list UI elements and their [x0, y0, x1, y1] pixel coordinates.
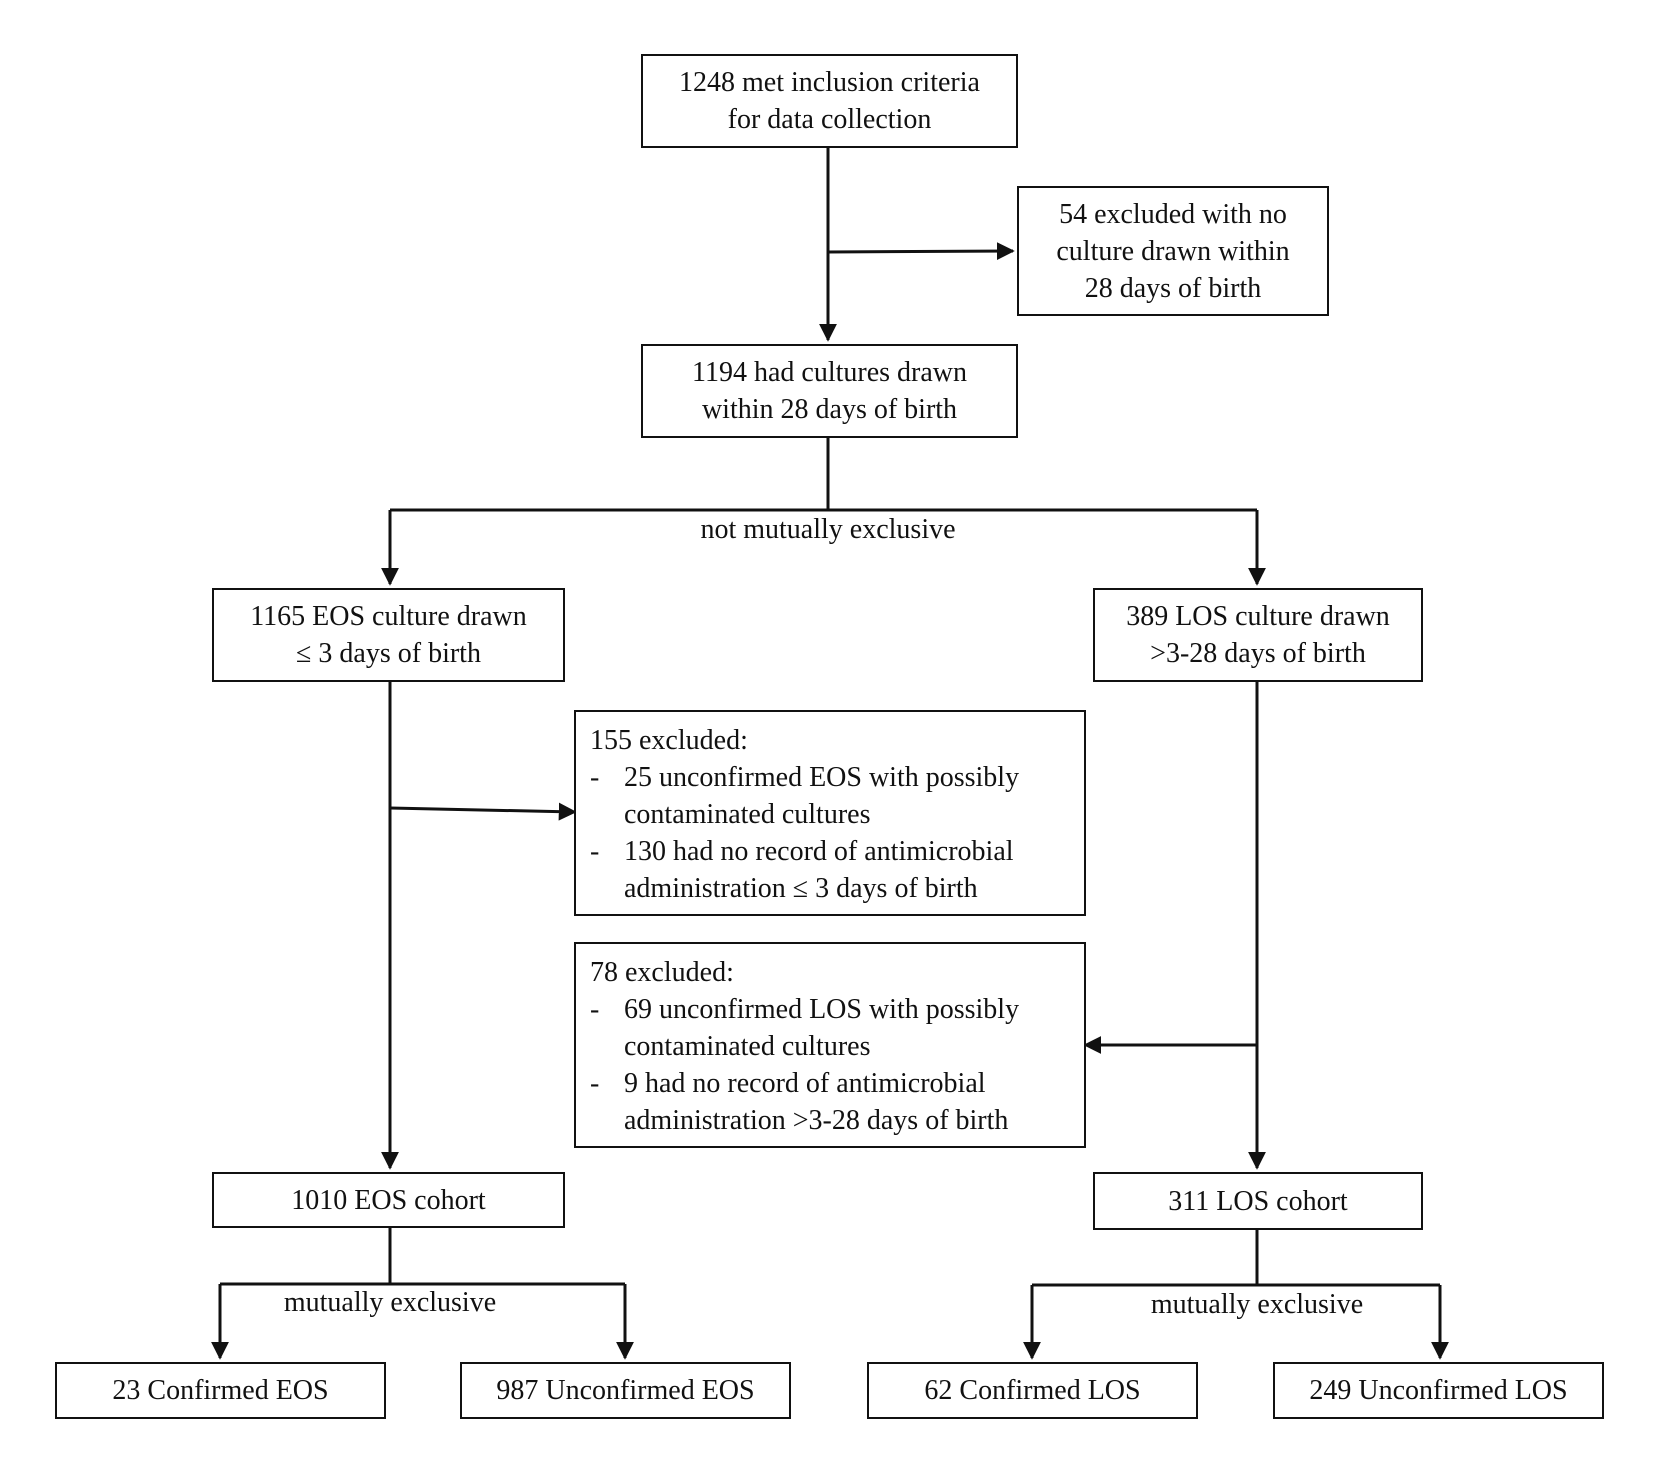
- split-line-los-cohort: [1032, 1230, 1259, 1287]
- excluded-no-culture-box: 54 excluded with no culture drawn within…: [1017, 186, 1329, 316]
- arrow-to-excluded-no-culture: [827, 242, 1015, 261]
- los-excluded-item-2-line-2: administration >3-28 days of birth: [624, 1105, 1009, 1136]
- eos-excluded-item-2-line-2: administration ≤ 3 days of birth: [624, 873, 978, 904]
- inclusion-box: 1248 met inclusion criteria for data col…: [641, 54, 1018, 148]
- list-bullet: -: [590, 1068, 600, 1099]
- eos-excluded-item-2-line-1: 130 had no record of antimicrobial: [624, 836, 1014, 867]
- los-excluded-item-1-line-1: 69 unconfirmed LOS with possibly: [624, 994, 1020, 1025]
- los-excluded-box: 78 excluded: - 69 unconfirmed LOS with p…: [574, 942, 1086, 1148]
- los-drawn-line-1: 389 LOS culture drawn: [1126, 601, 1390, 632]
- unconfirmed-los-box: 249 Unconfirmed LOS: [1273, 1362, 1604, 1419]
- not-mutually-exclusive-label: not mutually exclusive: [700, 514, 956, 545]
- split-line-cultures: [390, 438, 830, 512]
- eos-excluded-heading: 155 excluded:: [590, 725, 748, 756]
- los-excluded-heading: 78 excluded:: [590, 957, 734, 988]
- los-drawn-line-2: >3-28 days of birth: [1150, 638, 1366, 669]
- list-bullet: -: [590, 836, 600, 867]
- excluded-no-culture-line-1: 54 excluded with no: [1059, 198, 1287, 230]
- eos-excluded-item-1-line-2: contaminated cultures: [624, 799, 871, 830]
- eos-excluded-box: 155 excluded: - 25 unconfirmed EOS with …: [574, 710, 1086, 916]
- los-excluded-item-1-line-2: contaminated cultures: [624, 1031, 871, 1062]
- los-excluded-item-text: 69 unconfirmed LOS with possibly contami…: [624, 991, 1019, 1065]
- eos-excluded-item-1-line-1: 25 unconfirmed EOS with possibly: [624, 762, 1020, 793]
- excluded-no-culture-line-2: culture drawn within: [1056, 235, 1290, 267]
- had-cultures-box: 1194 had cultures drawn within 28 days o…: [641, 344, 1018, 438]
- list-bullet: -: [590, 994, 600, 1025]
- los-mutually-exclusive-label: mutually exclusive: [1150, 1289, 1364, 1320]
- unconfirmed-eos-box: 987 Unconfirmed EOS: [460, 1362, 791, 1419]
- eos-excluded-item: - 25 unconfirmed EOS with possibly conta…: [590, 759, 1019, 833]
- los-cohort-box: 311 LOS cohort: [1093, 1172, 1423, 1230]
- eos-excluded-item: - 130 had no record of antimicrobial adm…: [590, 833, 1014, 907]
- eos-cohort-box: 1010 EOS cohort: [212, 1172, 565, 1228]
- eos-drawn-line-2: ≤ 3 days of birth: [296, 638, 481, 669]
- los-drawn-box: 389 LOS culture drawn >3-28 days of birt…: [1093, 588, 1423, 682]
- list-bullet: -: [590, 762, 600, 793]
- arrow-to-eos-excluded: [389, 802, 577, 821]
- eos-mutually-exclusive-label: mutually exclusive: [283, 1287, 497, 1318]
- split-line-eos-cohort: [220, 1228, 392, 1286]
- inclusion-line-2: for data collection: [727, 104, 932, 135]
- confirmed-eos-box: 23 Confirmed EOS: [55, 1362, 386, 1419]
- had-cultures-line-2: within 28 days of birth: [701, 394, 958, 425]
- eos-excluded-item-text: 25 unconfirmed EOS with possibly contami…: [624, 759, 1019, 833]
- had-cultures-line-1: 1194 had cultures drawn: [692, 357, 967, 388]
- inclusion-line-1: 1248 met inclusion criteria: [679, 67, 980, 98]
- confirmed-los-box: 62 Confirmed LOS: [867, 1362, 1198, 1419]
- los-excluded-item-2-line-1: 9 had no record of antimicrobial: [624, 1068, 986, 1099]
- eos-drawn-box: 1165 EOS culture drawn ≤ 3 days of birth: [212, 588, 565, 682]
- los-excluded-item: - 69 unconfirmed LOS with possibly conta…: [590, 991, 1019, 1065]
- excluded-no-culture-line-3: 28 days of birth: [1084, 272, 1262, 304]
- los-excluded-item: - 9 had no record of antimicrobial admin…: [590, 1065, 1008, 1139]
- eos-drawn-line-1: 1165 EOS culture drawn: [250, 601, 527, 632]
- los-excluded-item-text: 9 had no record of antimicrobial adminis…: [624, 1065, 1008, 1139]
- eos-excluded-item-text: 130 had no record of antimicrobial admin…: [624, 833, 1014, 907]
